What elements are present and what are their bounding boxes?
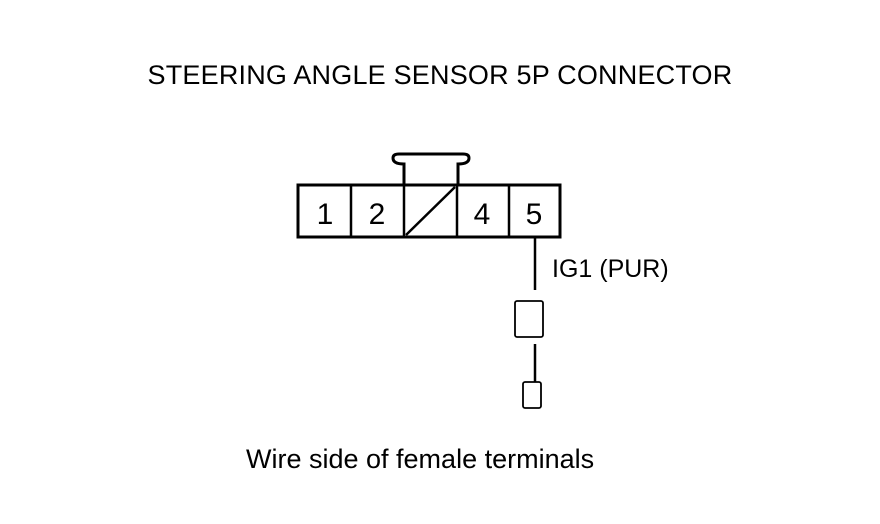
wire-label: IG1 (PUR) bbox=[552, 255, 669, 283]
pin-number: 5 bbox=[526, 198, 543, 231]
diagram-caption: Wire side of female terminals bbox=[246, 444, 595, 474]
diagram-title: STEERING ANGLE SENSOR 5P CONNECTOR bbox=[147, 60, 733, 90]
pin-number: 1 bbox=[317, 198, 334, 231]
probe-body bbox=[514, 300, 544, 338]
empty-cavity-slash bbox=[405, 186, 456, 236]
pin-number: 2 bbox=[369, 198, 386, 231]
probe-tip bbox=[522, 381, 542, 409]
pin-number: 4 bbox=[474, 198, 491, 231]
connector-latch bbox=[391, 152, 471, 185]
